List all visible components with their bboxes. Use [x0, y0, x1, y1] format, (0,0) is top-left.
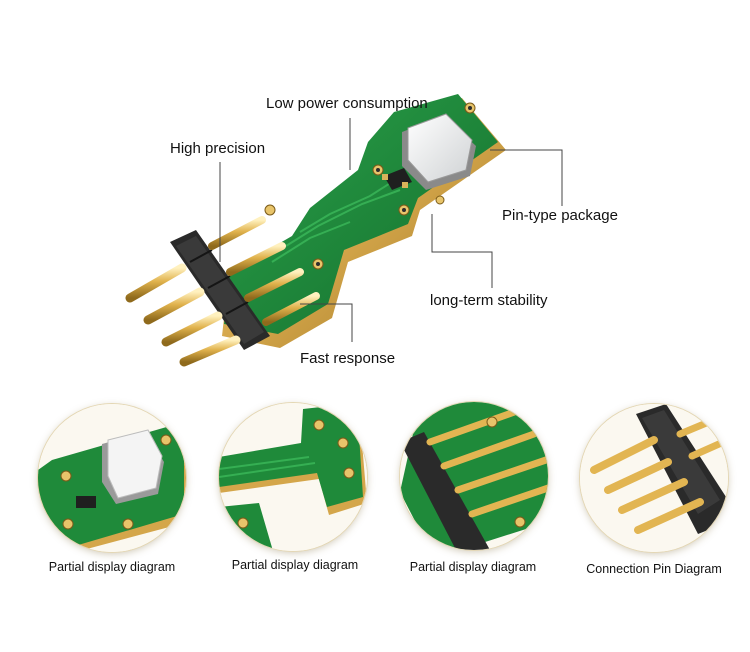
- pcb-bridge-closeup-icon: [219, 403, 367, 551]
- connection-pins-closeup-icon: [580, 404, 728, 552]
- smd-component: [382, 168, 412, 190]
- detail-sensor-closeup: [38, 404, 186, 552]
- sensor-chip-closeup-icon: [38, 404, 186, 552]
- leader-lines: [219, 118, 563, 342]
- detail-caption-4: Connection Pin Diagram: [586, 562, 722, 576]
- detail-caption-3: Partial display diagram: [409, 560, 537, 574]
- callout-fast-response: Fast response: [300, 350, 396, 367]
- pin-header: [170, 230, 270, 350]
- callout-long-term: long-term stability: [430, 292, 548, 309]
- callout-low-power: Low power consumption: [266, 95, 428, 112]
- detail-bridge-closeup: [219, 403, 367, 551]
- sensor-module-illustration: [125, 94, 563, 367]
- callout-pin-type: Pin-type package: [502, 207, 618, 224]
- gold-pins: [125, 216, 320, 367]
- detail-caption-1: Partial display diagram: [48, 560, 176, 574]
- detail-caption-2: Partial display diagram: [231, 558, 359, 572]
- pin-header-closeup-icon: [400, 402, 548, 550]
- callout-high-precision: High precision: [170, 140, 266, 157]
- detail-header-closeup: [400, 402, 548, 550]
- sensor-chip: [402, 113, 476, 190]
- detail-pins-closeup: [580, 404, 728, 552]
